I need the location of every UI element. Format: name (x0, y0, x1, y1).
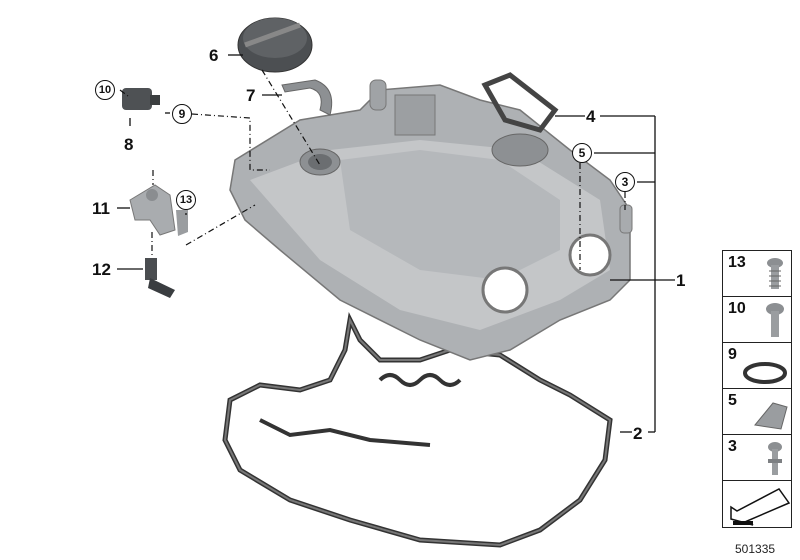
small-parts-legend: 13 10 9 5 3 (722, 250, 792, 528)
legend-item-9: 9 (723, 343, 791, 389)
callout-12: 12 (92, 260, 111, 279)
callout-6: 6 (209, 46, 219, 65)
callout-4: 4 (586, 107, 596, 126)
legend-item-3: 3 (723, 435, 791, 481)
callout-11: 11 (92, 199, 110, 218)
circled-callout-3: 3 (615, 172, 635, 192)
o-ring-icon (743, 362, 787, 384)
bolt-icon (768, 442, 782, 475)
arrow-icon (730, 488, 791, 526)
circled-callout-10: 10 (95, 80, 115, 100)
clip-icon (754, 402, 788, 430)
legend-item-5: 5 (723, 389, 791, 435)
legend-item-10: 10 (723, 297, 791, 343)
circled-callout-9: 9 (172, 104, 192, 124)
legend-item-arrow (723, 481, 791, 527)
callout-1: 1 (676, 271, 686, 290)
circled-callout-5: 5 (572, 143, 592, 163)
callout-7: 7 (246, 86, 256, 105)
legend-item-13: 13 (723, 251, 791, 297)
diagram-id: 501335 (735, 542, 776, 556)
circled-callout-13: 13 (176, 190, 196, 210)
screw-icon (767, 258, 783, 289)
callout-8: 8 (124, 135, 134, 154)
callout-2: 2 (633, 424, 643, 443)
screw-icon (766, 303, 784, 337)
